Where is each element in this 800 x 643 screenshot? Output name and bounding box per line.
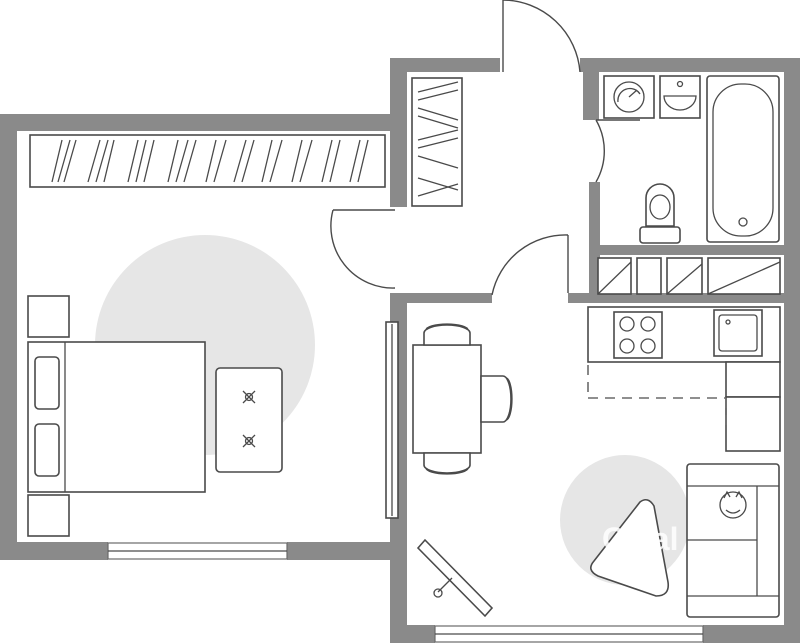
sofa bbox=[686, 463, 780, 618]
coffee-table bbox=[590, 498, 670, 597]
washing-machine-icon bbox=[603, 75, 655, 119]
cat-icon bbox=[719, 490, 747, 519]
nightstand-top bbox=[27, 295, 70, 338]
double-bed bbox=[27, 341, 206, 493]
walls bbox=[0, 58, 800, 643]
kitchen-sink-icon bbox=[713, 309, 763, 357]
bedroom-window bbox=[107, 542, 288, 560]
hall-wardrobe bbox=[411, 77, 463, 207]
kitchen-window bbox=[434, 625, 704, 643]
entrance-door bbox=[502, 0, 581, 73]
stove-icon bbox=[613, 311, 663, 359]
floor-lamp bbox=[416, 538, 494, 618]
watermark-text: Ciyal bbox=[602, 521, 678, 557]
dining-table bbox=[412, 344, 482, 454]
toilet-icon bbox=[639, 183, 681, 244]
bedroom-door bbox=[330, 209, 396, 289]
bedroom-wardrobe bbox=[29, 134, 386, 188]
bathroom-door bbox=[595, 119, 640, 183]
bathtub-icon bbox=[706, 75, 780, 243]
nightstand-bottom bbox=[27, 494, 70, 537]
dining-chair-top bbox=[423, 323, 471, 346]
kitchen-door bbox=[491, 234, 569, 296]
dining-chair-bottom bbox=[423, 452, 471, 475]
storage-shelves bbox=[597, 257, 781, 295]
tv-panel bbox=[385, 321, 399, 519]
sink-icon bbox=[659, 75, 701, 119]
dining-chair-right bbox=[480, 375, 513, 423]
bedroom-table bbox=[215, 367, 283, 473]
